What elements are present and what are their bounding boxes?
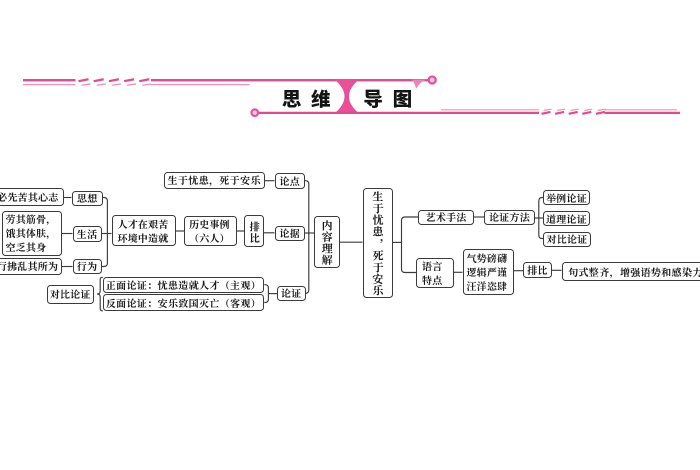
node-style-traits: 气势磅礴逻辑严谨汪洋恣肆 xyxy=(462,249,514,295)
node-language-features: 语言特点 xyxy=(416,258,454,288)
node-central-title: 生于忧患，死于安乐 xyxy=(362,187,393,298)
title-divider-wedge xyxy=(334,79,360,114)
node-juli: 举例论证 xyxy=(543,190,590,205)
node-effect: 句式整齐，增强语势和感染力 xyxy=(561,262,700,281)
ring-endpoint-icon-right xyxy=(427,75,437,85)
page-title-part1: 思 维 xyxy=(281,83,331,112)
ring-endpoint-icon-left xyxy=(250,108,260,118)
node-history: 历史事例（六人） xyxy=(184,215,237,246)
node-lundian: 论点 xyxy=(274,173,305,189)
node-aspect-behavior: 行为 xyxy=(72,258,102,274)
node-paibi-bottom: 排比 xyxy=(523,262,552,278)
node-argument-methods: 论证方法 xyxy=(484,209,535,225)
node-cause-behavior: 行拂乱其所为 xyxy=(0,257,62,275)
node-talent: 人才在艰苦环境中造就 xyxy=(111,215,176,246)
node-thesis: 生于忧患，死于安乐 xyxy=(163,172,265,189)
node-aspect-thought: 思想 xyxy=(71,190,103,206)
title-line-flare xyxy=(412,79,427,89)
node-lunzheng: 论证 xyxy=(277,285,306,301)
node-negative: 反面论证：安乐致国灭亡（客观） xyxy=(103,294,264,311)
node-content-understanding: 内容理解 xyxy=(314,215,340,268)
node-lunju: 论据 xyxy=(274,225,305,241)
node-daoli: 道理论证 xyxy=(543,211,590,226)
node-paibi-mid: 排比 xyxy=(244,215,264,247)
node-aspect-life: 生活 xyxy=(72,226,102,242)
node-cause-thought: 必先苦其心志 xyxy=(0,188,64,206)
node-cause-life: 劳其筋骨，饿其体肤，空乏其身 xyxy=(2,210,62,256)
node-duibi-left: 对比论证 xyxy=(46,285,94,304)
node-positive: 正面论证：忧患造就人才（主观） xyxy=(103,276,264,293)
page-title-part2: 导 图 xyxy=(363,83,413,112)
node-art-technique: 艺术手法 xyxy=(418,209,474,225)
node-duibi-right: 对比论证 xyxy=(543,231,591,247)
